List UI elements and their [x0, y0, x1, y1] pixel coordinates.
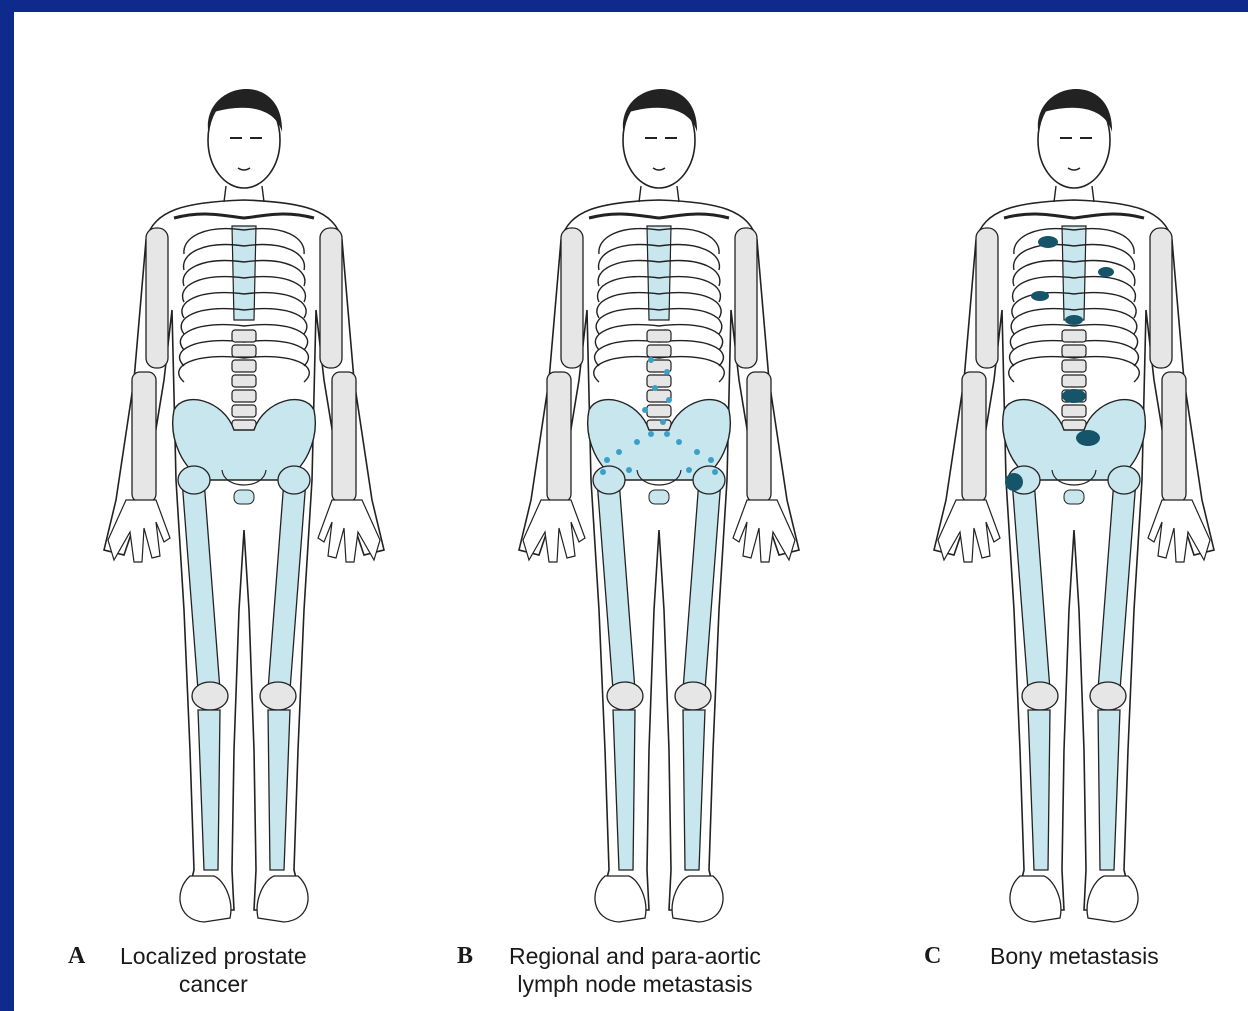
panel-letter-a: A [68, 942, 120, 998]
caption-a-line2: cancer [179, 971, 248, 997]
caption-c: C Bony metastasis [924, 942, 1159, 970]
skeleton-figure-c [894, 50, 1248, 940]
panel-letter-b: B [457, 942, 509, 998]
skeleton-figure-a [64, 50, 424, 940]
caption-c-line1: Bony metastasis [990, 943, 1159, 969]
skeleton-figure-b [479, 50, 839, 940]
caption-b-line1: Regional and para-aortic [509, 943, 761, 969]
caption-b-line2: lymph node metastasis [517, 971, 752, 997]
panel-letter-c: C [924, 942, 990, 970]
caption-b: B Regional and para-aortic lymph node me… [457, 942, 761, 998]
caption-a-line1: Localized prostate [120, 943, 307, 969]
slide-content: A Localized prostate cancer B Regional a… [14, 12, 1248, 1011]
caption-a: A Localized prostate cancer [68, 942, 307, 998]
